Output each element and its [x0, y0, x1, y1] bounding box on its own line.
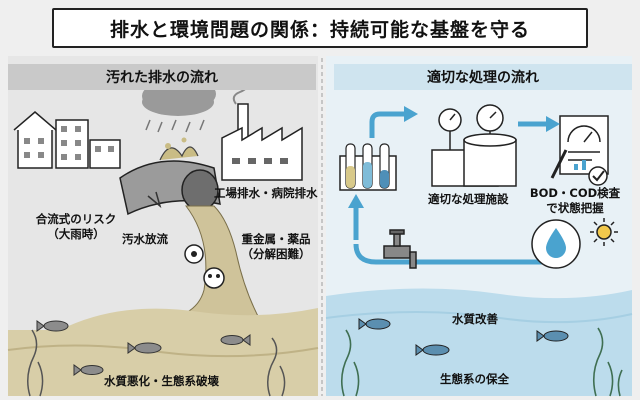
page-title: 排水と環境問題の関係：持続可能な基盤を守る — [109, 18, 530, 41]
test-tubes-icon — [339, 143, 397, 191]
process-arrows — [353, 111, 548, 265]
factory-label: 工場排水・病院排水 — [214, 186, 318, 200]
treatment-facility-icon — [431, 104, 517, 187]
city-buildings-icon — [13, 111, 121, 169]
biohazard-icon — [184, 244, 204, 264]
report-clipboard-icon — [550, 115, 609, 186]
left-panel-header: 汚れた排水の流れ — [8, 64, 316, 90]
water-drop-icon — [531, 219, 581, 269]
right-panel-header: 適切な処理の流れ — [334, 64, 632, 90]
ecosystem-conservation-label: 生態系の保全 — [440, 372, 509, 386]
heavy-metals-label-line2: （分解困難） — [241, 247, 311, 261]
title-banner: 排水と環境問題の関係：持続可能な基盤を守る — [52, 8, 588, 48]
bod-cod-label: BOD・COD検査 で状態把握 — [528, 186, 622, 216]
arrow-heads — [348, 106, 560, 208]
degradation-label: 水質悪化・生態系破壊 — [104, 374, 219, 388]
heavy-metals-label-line1: 重金属・薬品 — [241, 232, 311, 246]
sun-icon — [590, 218, 618, 246]
facility-label: 適切な処理施設 — [428, 192, 509, 206]
faucet-icon — [383, 229, 417, 269]
factory-icon — [221, 79, 303, 181]
sewer-pipe-icon — [119, 137, 221, 216]
skull-icon — [203, 267, 225, 289]
water-improvement-label: 水質改善 — [452, 312, 498, 326]
heavy-metals-label: 重金属・薬品 （分解困難） — [236, 232, 316, 262]
bod-cod-label-line2: で状態把握 — [546, 201, 604, 215]
sewage-discharge-label: 汚水放流 — [122, 232, 168, 246]
combined-sewer-label-line1: 合流式のリスク — [35, 212, 117, 226]
bod-cod-label-line1: BOD・COD検査 — [529, 186, 621, 200]
fish-icon — [358, 318, 569, 356]
seaweed-icon — [340, 327, 623, 397]
seaweed-icon — [27, 329, 286, 397]
fish-icon — [36, 320, 251, 376]
clean-water — [326, 288, 632, 396]
combined-sewer-label: 合流式のリスク （大雨時） — [26, 212, 126, 242]
combined-sewer-label-line2: （大雨時） — [47, 227, 105, 241]
